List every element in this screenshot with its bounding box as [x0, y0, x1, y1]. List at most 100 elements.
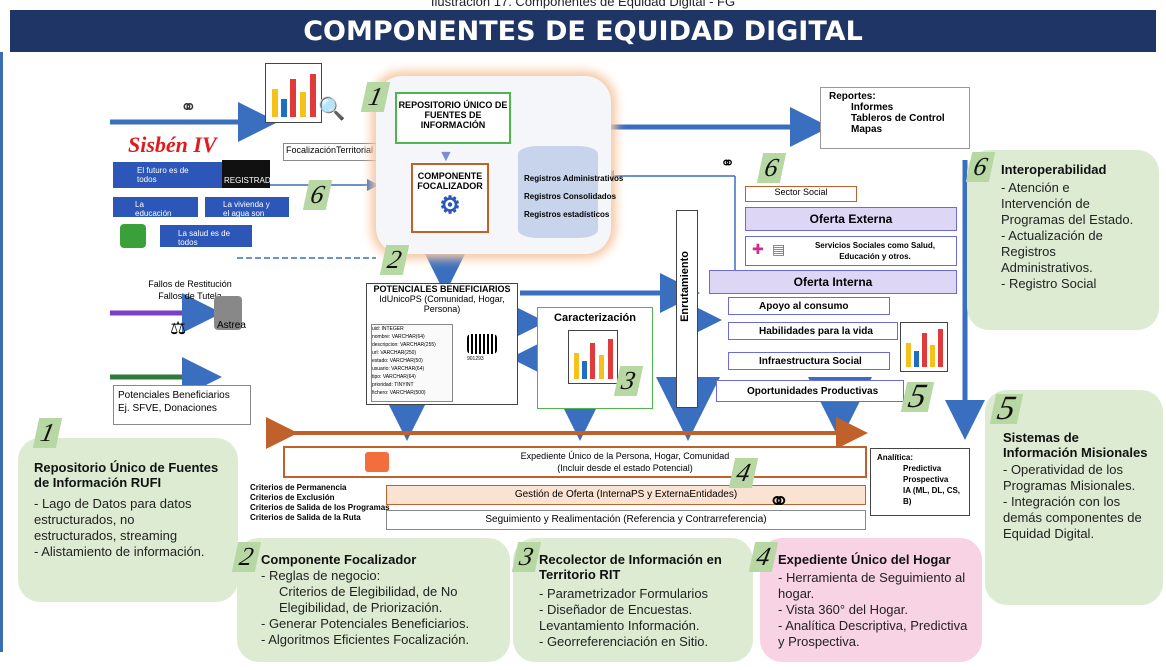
barcode-icon — [467, 334, 497, 354]
expediente-line-1: Expediente Único de la Persona, Hogar, C… — [520, 451, 730, 461]
rit-item: - Diseñador de Encuestas. — [539, 602, 693, 617]
reportes-list: Informes Tableros de Control Mapas — [829, 102, 961, 135]
componente-label: COMPONENTE FOCALIZADOR — [417, 171, 483, 191]
sector-social-box: Sector Social — [745, 186, 857, 202]
network-icon-analitica: ⚭ — [768, 486, 790, 516]
sistemas-list: - Operatividad de los Programas Misional… — [1003, 462, 1153, 542]
barcode-number: 901293 — [467, 356, 484, 362]
magnifier-icon: 🔍 — [318, 96, 346, 121]
expediente-number: 4 — [748, 542, 779, 572]
enrutamiento-bar: Enrutamiento — [676, 210, 698, 408]
analitica-item: IA (ML, DL, CS, B) — [903, 486, 961, 506]
schema-field: estado: VARCHAR(50) — [372, 358, 423, 364]
fallos-line-2: Fallos de Tutela — [158, 291, 222, 301]
rit-item: - Parametrizador Formularios — [539, 586, 709, 601]
sistemas-item: - Integración con los demás componentes … — [1003, 494, 1142, 541]
interop-item: - Registro Social — [1001, 276, 1097, 291]
interop-item: - Atención e Intervención de Programas d… — [1001, 180, 1134, 227]
rufi-number: 1 — [32, 418, 63, 448]
schema-field: descripcion: VARCHAR(255) — [372, 342, 436, 348]
expediente-icon — [365, 452, 389, 472]
expediente-box: 4 Expediente Único del Hogar - Herramien… — [748, 538, 982, 662]
gears-icon: ⚙ — [439, 192, 461, 219]
potenciales-subtitle: IdUnicoPS (Comunidad, Hogar, Persona) — [379, 294, 505, 314]
network-icon-oferta: ⚭ — [720, 153, 736, 173]
oferta-externa: Oferta Externa — [745, 207, 957, 231]
logo-educacion: La educación es de todos — [113, 197, 198, 236]
focalizador-item: - Generar Potenciales Beneficiarios. — [261, 616, 470, 631]
data-schema-table: uid: INTEGER nombre: VARCHAR(64) descrip… — [371, 324, 453, 402]
servicios-box: ✚ ▤ Servicios Sociales como Salud, Educa… — [745, 236, 957, 266]
potenciales-line-1: Potenciales Beneficiarios — [118, 390, 230, 401]
caracterizacion-title: Caracterización — [554, 312, 636, 324]
chart-icon-oferta — [900, 322, 948, 372]
expediente-item: - Vista 360° del Hogar. — [778, 602, 908, 617]
schema-field: uid: INTEGER — [372, 326, 404, 332]
registro-administrativos: Registros Administrativos — [524, 174, 624, 183]
fallos-line-1: Fallos de Restitución — [148, 279, 232, 289]
network-icon: ⚭ — [180, 97, 197, 119]
schema-field: fichero: VARCHAR(500) — [372, 390, 426, 396]
logo-registraduria: REGISTRADURÍA — [222, 160, 290, 188]
interoperabilidad-box: 6 Interoperabilidad - Atención e Interve… — [965, 150, 1159, 330]
criterio-item: Criterios de Salida de los Programas — [250, 503, 390, 512]
rit-list: - Parametrizador Formularios - Diseñador… — [539, 586, 749, 650]
sistemas-number: 5 — [989, 390, 1024, 427]
potenciales-line-2: Ej. SFVE, Donaciones — [118, 403, 217, 414]
focalizador-item: - Reglas de negocio: — [261, 568, 381, 583]
expediente-line-2: (Incluir desde el estado Potencial) — [557, 463, 693, 473]
sena-logo — [120, 224, 146, 248]
interop-list: - Atención e Intervención de Programas d… — [1001, 180, 1141, 292]
reportes-item: Mapas — [851, 124, 883, 135]
left-border — [0, 52, 3, 652]
oferta-item-habilidades: Habilidades para la vida — [728, 322, 898, 340]
registro-estadisticos: Registros estadísticos — [524, 210, 610, 219]
rufi-box: 1 Repositorio Único de Fuentes de Inform… — [18, 418, 238, 602]
expediente-title: Expediente Único del Hogar — [778, 552, 951, 567]
database-icon — [214, 296, 242, 330]
seguimiento-bar: Seguimiento y Realimentación (Referencia… — [386, 510, 866, 530]
rit-title: Recolector de Información en Territorio … — [539, 552, 722, 582]
registro-consolidados: Registros Consolidados — [524, 192, 617, 201]
analitica-title: Analítica: — [877, 453, 914, 462]
potenciales-box: POTENCIALES BENEFICIARIOS IdUnicoPS (Com… — [366, 283, 518, 405]
repositorio-box: REPOSITORIO ÚNICO DE FUENTES DE INFORMAC… — [395, 92, 511, 144]
analitica-item: Predictiva — [903, 464, 942, 473]
oferta-item-apoyo: Apoyo al consumo — [728, 297, 890, 315]
page-title: COMPONENTES DE EQUIDAD DIGITAL — [10, 10, 1156, 52]
expediente-text: Expediente Único de la Persona, Hogar, C… — [405, 450, 845, 474]
astrea-label: Astrea — [217, 320, 246, 331]
expediente-list: - Herramienta de Seguimiento al hogar. -… — [778, 570, 968, 650]
oferta-item-oportunidades: Oportunidades Productivas — [716, 380, 904, 402]
criterio-item: Criterios de Salida de la Ruta — [250, 513, 361, 522]
rufi-item: - Lago de Datos para datos estructurados… — [34, 496, 192, 543]
oferta-item-infraestructura: Infraestructura Social — [728, 352, 890, 370]
expediente-bar: Expediente Único de la Persona, Hogar, C… — [283, 446, 867, 478]
figure-caption: Ilustración 17. Componentes de Equidad D… — [430, 0, 736, 9]
gestion-oferta-bar: Gestión de Oferta (InternaPS y ExternaEn… — [386, 485, 866, 505]
focalizacion-label: FocalizaciónTerritorial — [283, 143, 389, 161]
rit-item: - Georreferenciación en Sitio. — [539, 634, 709, 649]
potenciales-title: POTENCIALES BENEFICIARIOS — [373, 284, 511, 294]
focalizador-box: 2 Componente Focalizador - Reglas de neg… — [231, 538, 510, 662]
reportes-box: Reportes: Informes Tableros de Control M… — [820, 87, 970, 149]
rit-number: 3 — [511, 542, 542, 572]
interop-item: - Actualización de Registros Administrat… — [1001, 228, 1103, 275]
interop-number: 6 — [965, 152, 996, 182]
sistemas-title: Sistemas de Información Misionales — [1003, 430, 1148, 460]
justice-icon: ⚖ — [170, 318, 187, 338]
schema-field: tipo: VARCHAR(64) — [372, 374, 416, 380]
reportes-item: Informes — [851, 102, 894, 113]
schema-field: nombre: VARCHAR(64) — [372, 334, 425, 340]
reportes-item: Tableros de Control — [851, 113, 945, 124]
rufi-list: - Lago de Datos para datos estructurados… — [34, 496, 209, 560]
expediente-item: - Analítica Descriptiva, Predictiva y Pr… — [778, 618, 968, 649]
chevron-down-icon: ▼ — [438, 148, 454, 165]
criterios-list: Criterios de Permanencia Criterios de Ex… — [250, 483, 390, 523]
analitica-box: Analítica: Predictiva Prospectiva IA (ML… — [870, 448, 970, 516]
rit-item: Levantamiento Información. — [539, 618, 700, 633]
chart-icon-top — [265, 63, 322, 123]
servicios-label: Servicios Sociales como Salud, Educación… — [814, 241, 936, 261]
logo-futuro: El futuro es de todos — [113, 162, 223, 188]
